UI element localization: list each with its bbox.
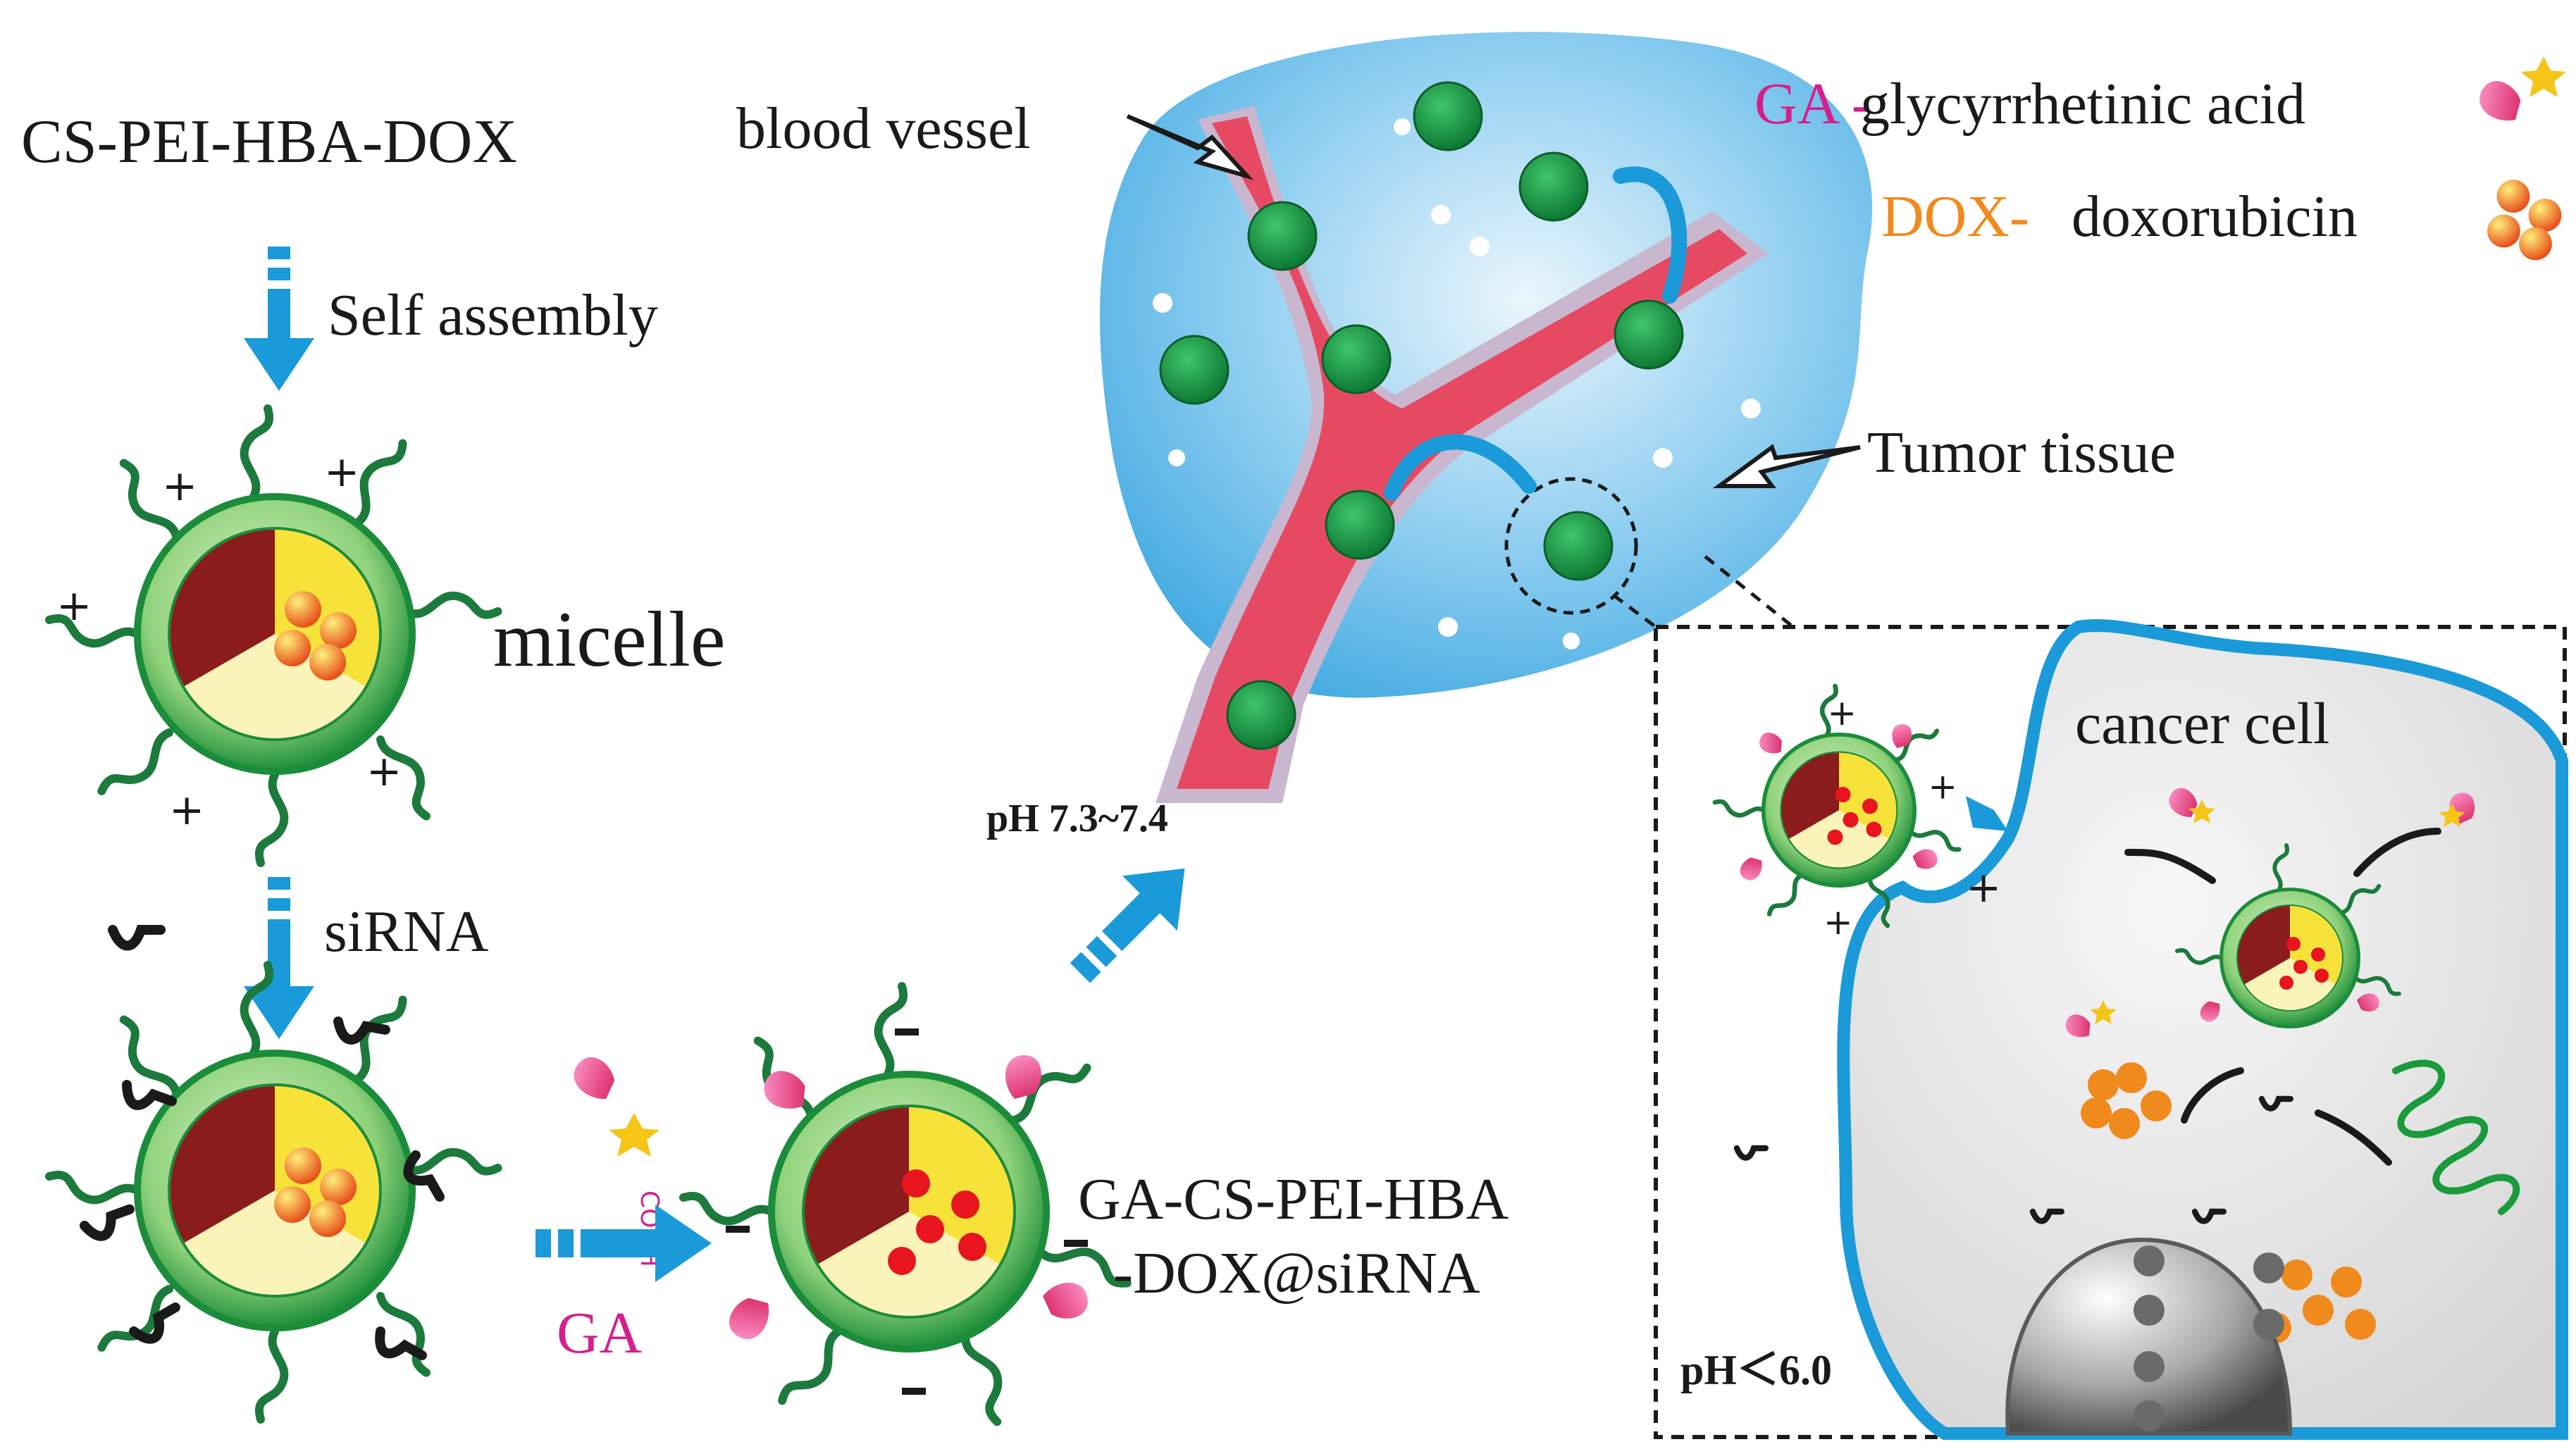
inset-approaching-particle: + + + <box>1715 686 1961 943</box>
self-assembly-label: Self assembly <box>328 282 658 348</box>
tumor-tissue-pointer-arrow <box>1712 444 1861 488</box>
micelle-sirna-complex <box>49 965 498 1419</box>
cancer-cell-label: cancer cell <box>2075 691 2329 757</box>
target-mrna <box>2392 1059 2520 1215</box>
micelle-particle: + + + + + <box>49 409 498 863</box>
ga-arrow-label: GA <box>557 1300 643 1366</box>
svg-text:+: + <box>169 785 204 835</box>
ph-blood-label: pH 7.3~7.4 <box>986 797 1168 840</box>
nucleus <box>2005 1237 2293 1436</box>
sirna-arrow <box>244 877 314 1039</box>
svg-text:+: + <box>1828 692 1857 733</box>
blood-vessel-pointer-arrow <box>1126 114 1254 180</box>
product-label-line2: -DOX@siRNA <box>1113 1240 1480 1306</box>
polymer-label: CS-PEI-HBA-DOX <box>21 108 517 176</box>
ph-cell-label: pH＜6.0 <box>1680 1347 1832 1393</box>
blood-vessel <box>1156 106 1769 803</box>
product-label-line1: GA-CS-PEI-HBA <box>1078 1167 1509 1232</box>
sirna-icon <box>113 930 161 946</box>
svg-text:+: + <box>324 447 359 497</box>
legend-ga-abbr: GA - <box>1754 71 1871 137</box>
cancer-cell <box>1837 619 2568 1440</box>
legend-ga-name: glycyrrhetinic acid <box>1860 71 2305 137</box>
svg-text:+: + <box>1928 766 1957 807</box>
tumor-tissue-label: Tumor tissue <box>1867 420 2176 485</box>
svg-text:+: + <box>366 747 402 796</box>
micelle-label: micelle <box>493 596 726 683</box>
ga-nanoparticle <box>683 986 1131 1422</box>
blood-vessel-label: blood vessel <box>736 96 1031 161</box>
vessel-nanoparticles <box>1159 81 1684 750</box>
inset-plus-sign: + <box>1966 863 2001 912</box>
svg-text:+: + <box>56 581 92 630</box>
ga-legend-icon <box>2472 56 2566 132</box>
release-arrows <box>2124 828 2441 1166</box>
sirna-label: siRNA <box>324 899 489 964</box>
svg-text:+: + <box>1823 902 1852 943</box>
uptake-arrow <box>1966 796 2008 831</box>
injection-arrow <box>1070 868 1185 983</box>
dox-legend-icon <box>2487 180 2562 261</box>
released-ga <box>2061 783 2479 1045</box>
self-assembly-arrow <box>244 247 314 391</box>
legend-dox-abbr: DOX- <box>1881 184 2029 249</box>
svg-text:+: + <box>162 461 197 511</box>
tissue-white-glyphs <box>1153 118 1761 649</box>
legend-dox-name: doxorubicin <box>2072 184 2358 249</box>
extravasation-arrows <box>1384 166 1688 501</box>
ga-reaction-arrow <box>535 1205 712 1282</box>
